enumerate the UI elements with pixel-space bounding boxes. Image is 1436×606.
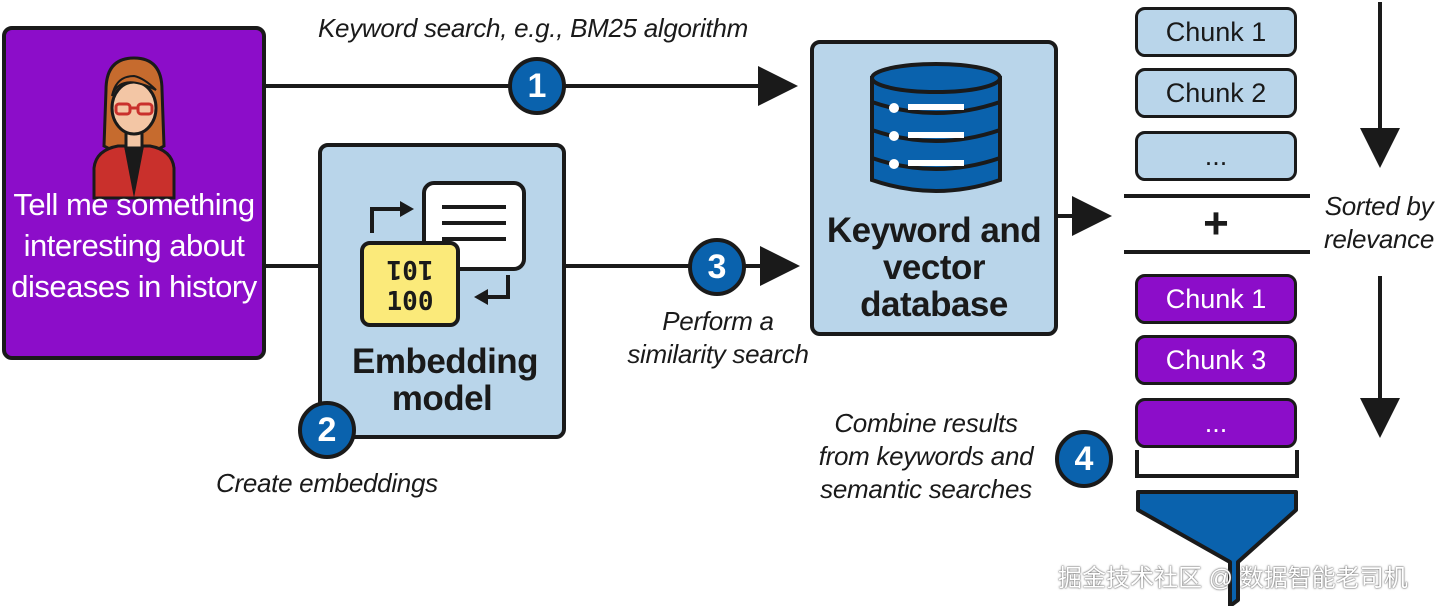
combine-bracket bbox=[1135, 450, 1299, 478]
caption-combine-results: Combine results from keywords and semant… bbox=[818, 408, 1034, 504]
database-box: Keyword and vector database bbox=[810, 40, 1058, 336]
keyword-chunk-more: ... bbox=[1135, 131, 1297, 181]
step-badge-3: 3 bbox=[688, 238, 746, 296]
database-title: Keyword and vector database bbox=[826, 211, 1042, 324]
embedding-model-box: 101 100 Embedding model bbox=[318, 143, 566, 439]
query-text: Tell me something interesting about dise… bbox=[11, 187, 257, 304]
keyword-chunk-2: Chunk 2 bbox=[1135, 68, 1297, 118]
funnel-icon bbox=[1136, 490, 1298, 606]
embedding-model-title: Embedding model bbox=[352, 342, 539, 418]
plus-sign: + bbox=[1203, 199, 1229, 248]
caption-create-embeddings: Create embeddings bbox=[216, 468, 438, 498]
semantic-chunk-3: Chunk 3 bbox=[1135, 335, 1297, 385]
user-avatar-icon bbox=[92, 56, 176, 200]
binary-bottom: 100 bbox=[386, 287, 434, 317]
query-box: Tell me something interesting about dise… bbox=[2, 26, 266, 360]
caption-sorted-by-relevance: Sorted by relevance bbox=[1323, 191, 1435, 254]
step-badge-2: 2 bbox=[298, 401, 356, 459]
keyword-chunk-1: Chunk 1 bbox=[1135, 7, 1297, 57]
binary-top: 101 bbox=[386, 254, 434, 284]
semantic-chunk-more: ... bbox=[1135, 398, 1297, 448]
embedding-icon bbox=[360, 181, 526, 327]
caption-keyword-search: Keyword search, e.g., BM25 algorithm bbox=[318, 13, 748, 43]
caption-similarity-search: Perform a similarity search bbox=[627, 306, 809, 369]
database-icon bbox=[870, 62, 1002, 193]
step-badge-1: 1 bbox=[508, 57, 566, 115]
semantic-chunk-1: Chunk 1 bbox=[1135, 274, 1297, 324]
step-badge-4: 4 bbox=[1055, 430, 1113, 488]
watermark: 掘金技术社区 @ 数据智能老司机 bbox=[1058, 565, 1408, 592]
